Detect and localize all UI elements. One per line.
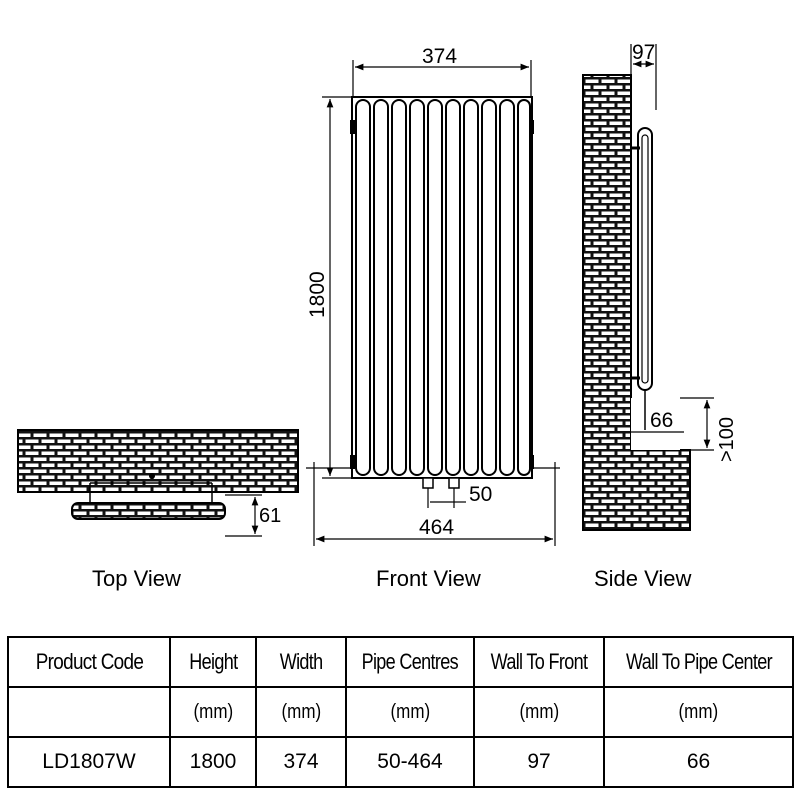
side-view: 97 66 >100 <box>582 41 738 531</box>
top-view: 61 <box>17 429 299 537</box>
top-view-label: Top View <box>92 566 181 591</box>
radiator-tube <box>445 99 461 476</box>
header-width: Width <box>255 636 347 688</box>
front-overall-width-dim: 464 <box>419 516 454 539</box>
side-view-label: Side View <box>594 566 692 591</box>
radiator-tube <box>499 99 515 476</box>
radiator-tube <box>391 99 407 476</box>
spec-table: Product Code Height Width Pipe Centres W… <box>7 636 794 788</box>
side-view-radiator-inner <box>641 134 649 384</box>
top-view-wall <box>17 429 299 493</box>
pipe-left <box>422 477 434 489</box>
radiator-tube <box>427 99 443 476</box>
radiator-tube <box>409 99 425 476</box>
unit-pipe-centres: (mm) <box>345 686 475 738</box>
top-projection-dim: 61 <box>259 505 281 527</box>
radiator-tube <box>517 99 531 476</box>
table-units-row: (mm) (mm) (mm) (mm) (mm) <box>7 686 794 738</box>
cell-pipe-centres: 50-464 <box>345 736 475 788</box>
pipe-spacing-dim: 50 <box>469 483 492 506</box>
side-floor-clearance-dim: >100 <box>716 417 738 462</box>
top-bracket-left <box>350 120 355 134</box>
radiator-tube <box>355 99 371 476</box>
radiator-tubes <box>355 99 531 476</box>
technical-drawing: 61 374 1800 <box>17 41 738 546</box>
header-product-code: Product Code <box>7 636 171 688</box>
radiator-tube <box>481 99 497 476</box>
unit-width: (mm) <box>255 686 347 738</box>
front-view: 374 1800 50 <box>306 45 560 546</box>
radiator-tube <box>373 99 389 476</box>
top-view-radiator <box>71 502 226 520</box>
header-pipe-centres: Pipe Centres <box>345 636 475 688</box>
side-view-floor-clear <box>631 398 680 450</box>
unit-product-code <box>7 686 171 738</box>
unit-wall-to-front: (mm) <box>473 686 605 738</box>
cell-product-code: LD1807W <box>7 736 171 788</box>
unit-height: (mm) <box>169 686 257 738</box>
pipe-right <box>448 477 460 489</box>
top-bracket-right <box>529 120 534 134</box>
table-row: LD1807W 1800 374 50-464 97 66 <box>7 736 794 788</box>
cell-wall-to-pipe-center: 66 <box>603 736 794 788</box>
header-wall-to-front: Wall To Front <box>473 636 605 688</box>
cell-height: 1800 <box>169 736 257 788</box>
header-height: Height <box>169 636 257 688</box>
cell-wall-to-front: 97 <box>473 736 605 788</box>
side-view-wall <box>582 74 691 531</box>
bottom-bracket-left <box>350 455 355 469</box>
bottom-bracket-right <box>529 455 534 469</box>
side-depth-dim: 97 <box>632 41 655 64</box>
top-view-center-dot <box>149 473 155 479</box>
side-pipe-center-dim: 66 <box>650 409 673 432</box>
front-view-label: Front View <box>376 566 481 591</box>
cell-width: 374 <box>255 736 347 788</box>
front-height-dim: 1800 <box>306 271 329 318</box>
header-wall-to-pipe-center: Wall To Pipe Center <box>603 636 794 688</box>
front-inner-width-dim: 374 <box>422 45 457 68</box>
radiator-tube <box>463 99 479 476</box>
unit-wall-to-pipe-center: (mm) <box>603 686 794 738</box>
table-header-row: Product Code Height Width Pipe Centres W… <box>7 636 794 688</box>
